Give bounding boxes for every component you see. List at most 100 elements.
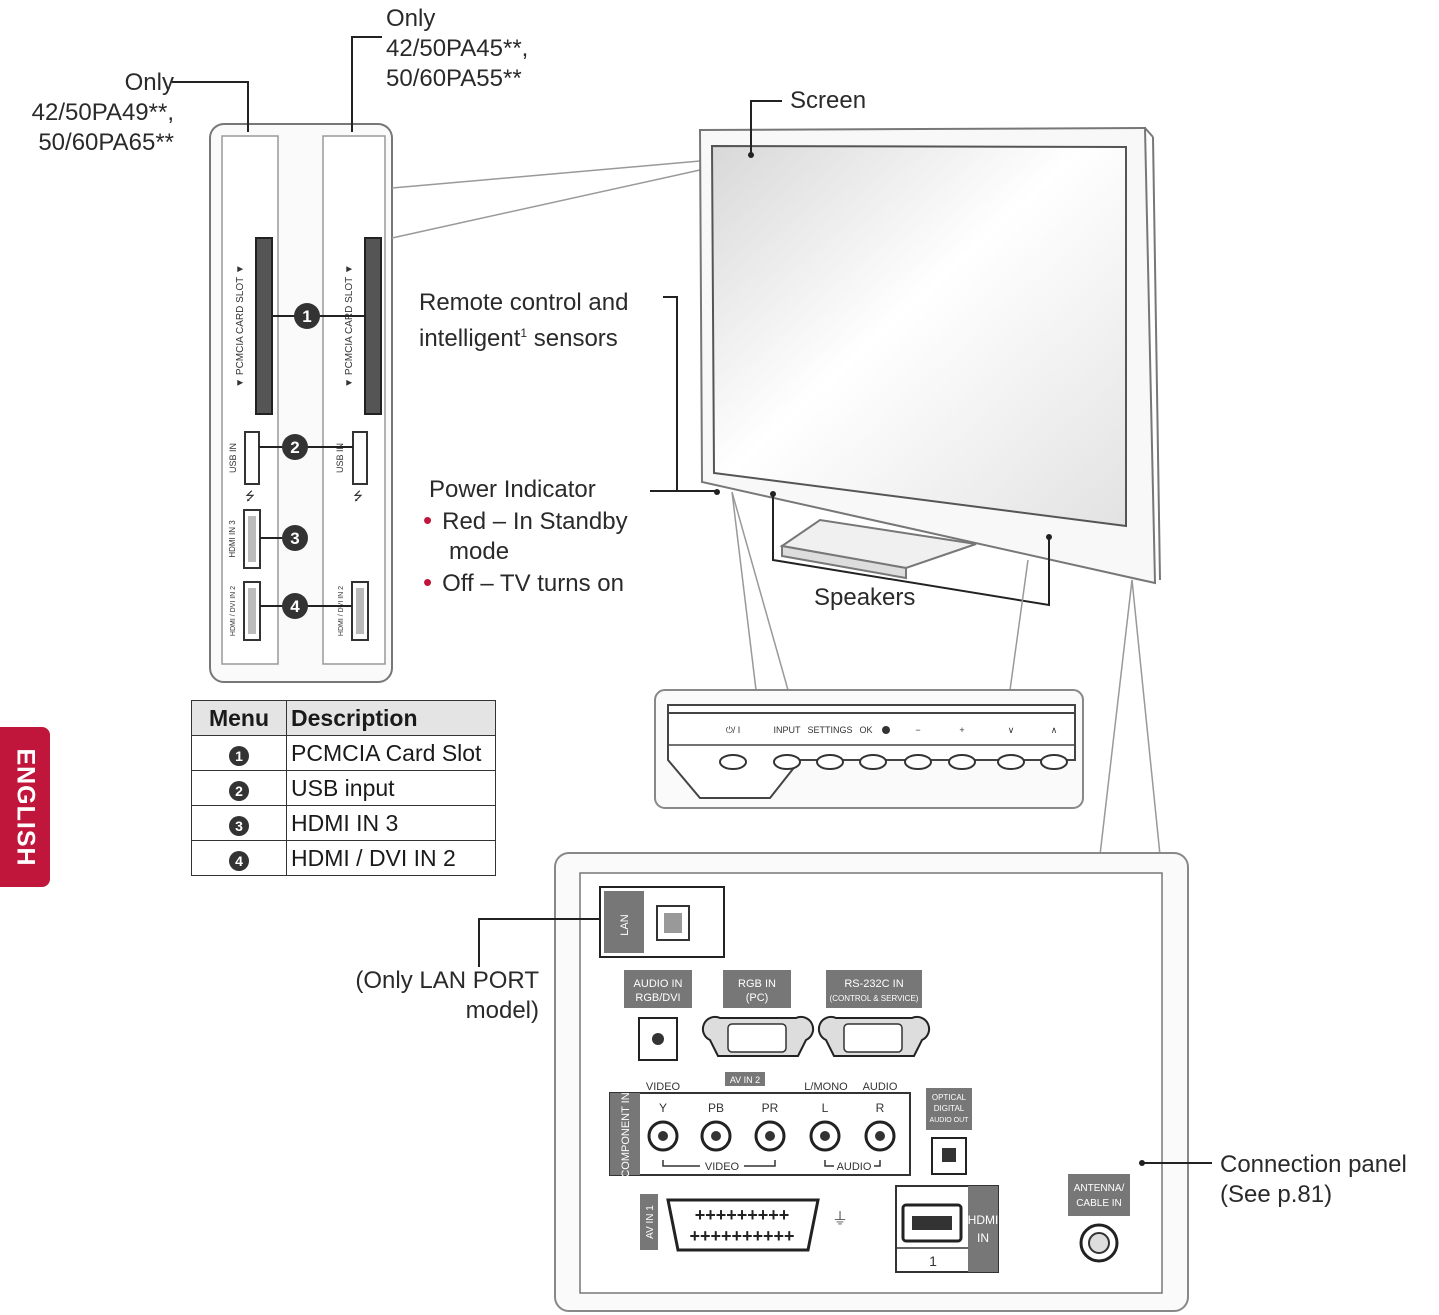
tv-set [698, 126, 1161, 585]
table-row: 3 HDMI IN 3 [191, 805, 496, 841]
usb-text-b: USB IN [335, 443, 345, 473]
legend-header-description: Description [286, 700, 496, 736]
antenna-label-1: ANTENNA/ [1074, 1183, 1125, 1194]
legend-num-badge: 3 [229, 815, 249, 836]
power-button[interactable] [719, 754, 747, 770]
pcmcia-text-a: ▼ PCMCIA CARD SLOT ▼ [235, 264, 246, 388]
legend-header-menu: Menu [191, 700, 287, 736]
button-label-ch-up: ∧ [1051, 725, 1058, 735]
rgb-in-label-1: RGB IN [738, 978, 776, 990]
volume-up-button[interactable] [948, 754, 976, 770]
pcmcia-text-b: ▼ PCMCIA CARD SLOT ▼ [344, 264, 355, 388]
jack-label-pb: PB [708, 1101, 724, 1115]
screen-label: Screen [790, 87, 867, 114]
usb-text-a: USB IN [228, 443, 238, 473]
remote-sensor-label: Remote control and intelligent1 sensors [419, 289, 629, 352]
legend-num-badge: 2 [229, 780, 249, 801]
pcmcia-slot-a [255, 237, 273, 415]
button-label-vol-down: − [915, 725, 920, 735]
language-tab: ENGLISH [0, 727, 50, 887]
usb-port-b [352, 431, 368, 485]
pcmcia-slot-b [364, 237, 382, 415]
audio-bottom-label: AUDIO [837, 1161, 872, 1173]
legend-desc: HDMI / DVI IN 2 [286, 840, 496, 876]
hdmi-in-number: 1 [929, 1253, 937, 1269]
only-label-b: Only 42/50PA45**, 50/60PA55** [386, 5, 529, 92]
svg-text:2: 2 [290, 438, 299, 457]
connection-panel: LAN AUDIO IN RGB/DVI RGB IN (PC) RS-232C… [478, 852, 1212, 1312]
usb-icon-b: ⭍ [353, 489, 363, 503]
av-in1-label: AV IN 1 [645, 1205, 656, 1239]
channel-down-button[interactable] [997, 754, 1025, 770]
only-label-a: Only 42/50PA49**, 50/60PA65** [31, 69, 174, 156]
tv-screen [710, 144, 1127, 528]
callout-2: 2 [282, 434, 308, 460]
component-in-label: COMPONENT IN [620, 1092, 632, 1177]
legend-desc: USB input [286, 770, 496, 806]
callout-1: 1 [294, 303, 320, 329]
lmono-label: L/MONO [804, 1081, 848, 1093]
input-button[interactable] [773, 754, 801, 770]
button-label-power: ⏻/ I [726, 725, 741, 735]
callout-4: 4 [282, 593, 308, 619]
hdmi-in-label-1: HDMI [968, 1213, 999, 1227]
jack-label-r: R [876, 1101, 885, 1115]
audio-in-label-1: AUDIO IN [634, 978, 683, 990]
ok-button[interactable] [859, 754, 887, 770]
button-label-ch-down: ∨ [1008, 725, 1015, 735]
power-indicator-red: Red – In Standby [442, 508, 628, 535]
usb-icon: ⭍ [245, 489, 255, 503]
svg-text:+++++++++: +++++++++ [695, 1205, 790, 1225]
table-row: 2 USB input [191, 770, 496, 806]
usb-port-a [244, 431, 260, 485]
hdmi2-text-a: HDMI / DVI IN 2 [230, 586, 237, 636]
speakers-label: Speakers [814, 584, 916, 611]
rs232-label-2: (CONTROL & SERVICE) [830, 994, 919, 1003]
scart-icon: ⏚ [832, 1210, 848, 1228]
av-in2-label: AV IN 2 [730, 1075, 760, 1085]
lan-label: LAN [619, 914, 631, 935]
jack-label-l: L [822, 1101, 829, 1115]
svg-text:1: 1 [302, 307, 311, 326]
side-panel: ▼ PCMCIA CARD SLOT ▼ ▼ PCMCIA CARD SLOT … [209, 123, 393, 683]
video-bottom-label: VIDEO [705, 1161, 740, 1173]
channel-up-button[interactable] [1040, 754, 1068, 770]
jack-label-pr: PR [762, 1101, 779, 1115]
hdmi3-text: HDMI IN 3 [228, 520, 237, 558]
hdmi-in-label-2: IN [977, 1231, 989, 1245]
audio-in-label-2: RGB/DVI [635, 992, 680, 1004]
button-label-ok: OK [859, 725, 872, 735]
power-indicator-block: Power Indicator •Red – In Standby mode •… [423, 476, 628, 597]
button-strip: ⏻/ I INPUT SETTINGS OK − + ∨ ∧ [654, 689, 1084, 809]
legend-desc: PCMCIA Card Slot [286, 735, 496, 771]
legend-num-badge: 1 [229, 745, 249, 766]
jack-label-y: Y [659, 1101, 667, 1115]
rgb-in-label-2: (PC) [746, 992, 769, 1004]
legend-desc: HDMI IN 3 [286, 805, 496, 841]
hdmi2-text-b: HDMI / DVI IN 2 [338, 586, 345, 636]
button-label-vol-up: + [959, 725, 964, 735]
connection-panel-label: Connection panel (See p.81) [1220, 1151, 1407, 1208]
audio-top-label: AUDIO [863, 1081, 898, 1093]
antenna-label-2: CABLE IN [1076, 1198, 1122, 1209]
power-indicator-mode: mode [449, 538, 510, 565]
optical-label-3: AUDIO OUT [930, 1117, 970, 1124]
optical-label-1: OPTICAL [932, 1093, 967, 1102]
table-row: 4 HDMI / DVI IN 2 [191, 840, 496, 876]
optical-label-2: DIGITAL [934, 1104, 965, 1113]
settings-button[interactable] [816, 754, 844, 770]
legend-num-badge: 4 [229, 850, 249, 871]
power-indicator-title: Power Indicator [429, 476, 596, 503]
power-indicator-off: Off – TV turns on [442, 570, 624, 597]
table-row: 1 PCMCIA Card Slot [191, 735, 496, 771]
svg-text:4: 4 [290, 597, 300, 616]
volume-down-button[interactable] [904, 754, 932, 770]
button-label-input: INPUT [774, 725, 802, 735]
lan-note-label: (Only LAN PORT model) [355, 967, 539, 1024]
video-top-label: VIDEO [646, 1081, 681, 1093]
rs232-label-1: RS-232C IN [844, 978, 903, 990]
svg-text:++++++++++: ++++++++++ [689, 1226, 794, 1246]
scart-port [666, 1198, 820, 1252]
button-label-settings: SETTINGS [807, 725, 852, 735]
